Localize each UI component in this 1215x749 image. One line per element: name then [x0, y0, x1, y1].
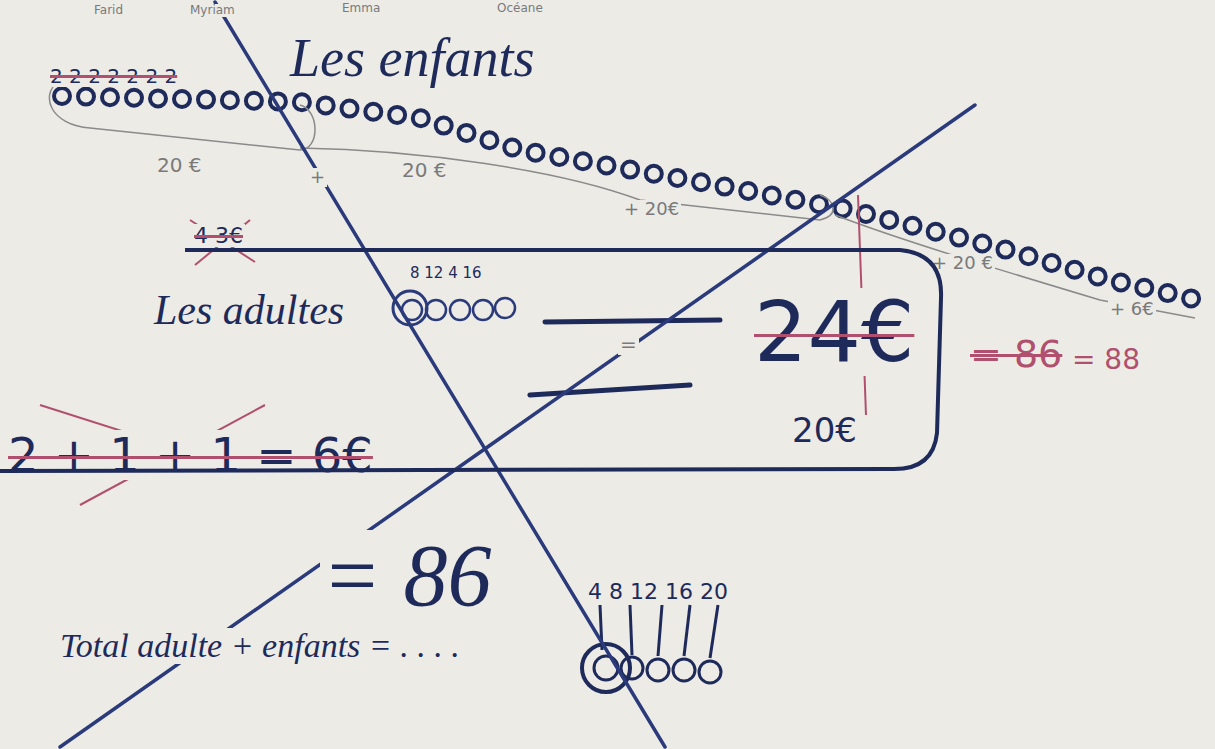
group-lasso: [49, 82, 315, 150]
box-text: 24€: [752, 288, 916, 376]
handwritten-note: 4 3€: [192, 224, 245, 247]
handwritten-note: Océane: [495, 2, 545, 15]
child-circle: [174, 91, 190, 107]
group-lasso: [300, 148, 833, 220]
children-circles: [54, 88, 1199, 306]
child-circle: [413, 110, 429, 126]
handwritten-note: 8 12 4 16: [408, 266, 484, 282]
handwritten-note: = 86: [320, 530, 493, 622]
handwritten-note: 20 €: [400, 160, 449, 181]
handwritten-note: 4 8 12 16 20: [586, 580, 730, 603]
child-circle: [951, 230, 967, 246]
child-circle: [787, 192, 803, 208]
child-circle: [1044, 255, 1060, 271]
rounded-box: Les adultes 24€ 20€: [0, 248, 945, 473]
box-outline: [0, 250, 941, 471]
child-circle: [858, 206, 874, 222]
handwritten-note: Myriam: [188, 4, 237, 17]
handwritten-note: Farid: [92, 4, 125, 17]
child-circle: [365, 104, 381, 120]
child-circle: [646, 166, 662, 182]
handwritten-note: Les enfants: [288, 30, 537, 87]
child-circle: [740, 183, 756, 199]
handwritten-note: 20 €: [155, 155, 204, 176]
adult-circles: [393, 291, 515, 325]
child-circle: [481, 132, 497, 148]
child-circle: [599, 157, 615, 173]
child-circle: [551, 149, 567, 165]
handwritten-note: + 6€: [1108, 300, 1156, 319]
handwritten-note: + 20€: [622, 200, 681, 219]
handwritten-note: Emma: [340, 2, 382, 15]
handwritten-note: Total adulte + enfants = . . . .: [58, 628, 462, 664]
handwritten-note: + 20 €: [930, 254, 995, 273]
handwritten-note: +: [308, 168, 327, 187]
child-circle: [246, 93, 262, 109]
child-circle: [54, 88, 70, 104]
child-circle: [459, 125, 475, 141]
child-circle: [1021, 248, 1037, 264]
child-circle: [693, 174, 709, 190]
child-circle: [669, 170, 685, 186]
child-circle: [528, 145, 544, 161]
child-circle: [102, 89, 118, 105]
child-circle: [1067, 262, 1083, 278]
child-circle: [998, 242, 1014, 258]
child-circle: [150, 90, 166, 106]
child-circle: [905, 218, 921, 234]
child-circle: [1136, 280, 1152, 296]
child-circle: [881, 212, 897, 228]
child-circle: [575, 153, 591, 169]
child-circle: [318, 97, 334, 113]
child-circle: [436, 118, 452, 134]
child-circle: [198, 92, 214, 108]
child-circle: [928, 224, 944, 240]
handwritten-note: 2 2 2 2 2 2 2: [48, 66, 179, 87]
child-circle: [717, 179, 733, 195]
child-circle: [342, 101, 358, 117]
child-circle: [389, 107, 405, 123]
child-circle: [78, 89, 94, 105]
child-circle: [622, 162, 638, 178]
child-circle: [1090, 268, 1106, 284]
child-circle: [1113, 275, 1129, 291]
handwritten-note: =: [618, 334, 639, 355]
child-circle: [294, 94, 310, 110]
child-circle: [974, 236, 990, 252]
bottom-circles: [582, 605, 721, 692]
child-circle: [504, 140, 520, 156]
child-circle: [1160, 285, 1176, 301]
group-lasso: [49, 82, 1195, 318]
handwritten-note: = 86: [968, 335, 1064, 375]
child-circle: [126, 90, 142, 106]
child-circle: [764, 187, 780, 203]
child-circle: [1183, 290, 1199, 306]
box-text: 20€: [790, 413, 859, 449]
equal-sign: [530, 320, 720, 395]
handwritten-note: = 88: [1070, 345, 1142, 374]
box-text: Les adultes: [152, 288, 346, 332]
child-circle: [222, 92, 238, 108]
